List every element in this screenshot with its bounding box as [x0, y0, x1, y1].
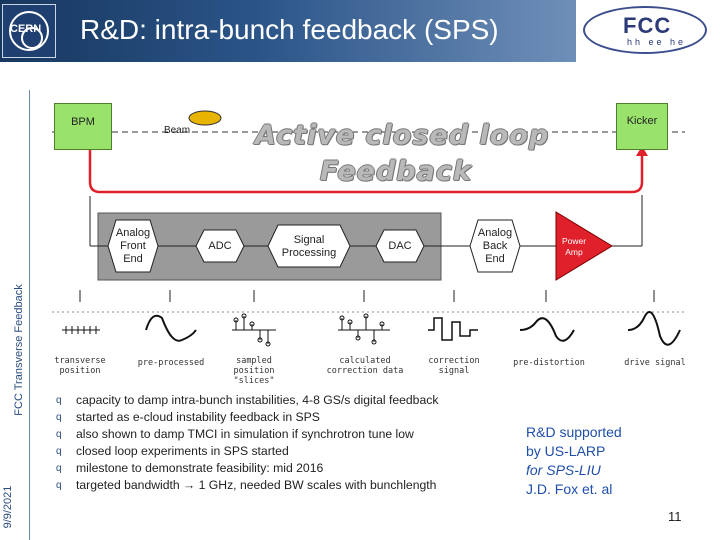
side-divider [29, 90, 30, 540]
waveform-row [52, 290, 685, 313]
abe-label-line: Back [482, 240, 508, 252]
afe-label-line: Front [120, 240, 146, 252]
waveform-label-drive: drive signal [622, 358, 688, 368]
signal-processing-block [267, 224, 351, 268]
power-amp-label-line: Power [561, 236, 587, 246]
rnd-note: R&D supported by US-LARP for SPS-LIU J.D… [526, 423, 666, 499]
correction-signal-waveform [428, 317, 478, 341]
waveform-label-correction: correction signal [424, 356, 484, 376]
dac-block [375, 229, 425, 263]
title-bar [0, 0, 576, 62]
bullet-item: q started as e-cloud instability feedback… [56, 410, 516, 427]
waveform-label-sampled: sampled position "slices" [226, 356, 282, 386]
kicker-box [616, 103, 668, 150]
rnd-note-line: by US-LARP [526, 443, 606, 459]
bullet-item: q targeted bandwidth → 1 GHz, needed BW s… [56, 478, 516, 495]
adc-label: ADC [208, 240, 232, 252]
dac-label: DAC [388, 240, 412, 252]
bullet-item: q capacity to damp intra-bunch instabilit… [56, 393, 516, 410]
bullet-text: targeted bandwidth → 1 GHz, needed BW sc… [76, 478, 437, 492]
abe-label-line: End [485, 253, 505, 265]
rnd-note-line: J.D. Fox et. al [526, 481, 613, 497]
slide-header: CERN R&D: intra-bunch feedback (SPS) FCC… [0, 0, 720, 64]
side-footer-date: 9/9/2021 [2, 485, 14, 529]
cern-logo: CERN [2, 4, 56, 58]
waveform-label-line: pre-processed [137, 358, 205, 368]
abe-label: Analog Back End [470, 227, 520, 266]
bullet-list: q capacity to damp intra-bunch instabilit… [56, 393, 516, 495]
correction-data-waveform [338, 313, 390, 345]
waveform-label-line: signal [438, 366, 470, 376]
bullet-item: q milestone to demonstrate feasibility: m… [56, 461, 516, 478]
waveform-label-line: sampled [236, 356, 272, 366]
abe-label-line: Analog [477, 227, 513, 239]
waveform-label-line: position [233, 366, 275, 376]
page-title: R&D: intra-bunch feedback (SPS) [80, 14, 499, 45]
page-number: 11 [668, 509, 682, 524]
bullet-text: capacity to damp intra-bunch instabiliti… [76, 393, 439, 407]
signal-processing-label-line: Processing [281, 247, 337, 259]
signal-processing-label-line: Signal [293, 234, 325, 246]
transverse-position-waveform [62, 326, 100, 334]
waveform-label-line: "slices" [233, 376, 275, 386]
pre-processed-waveform [145, 314, 197, 342]
afe-block [107, 219, 159, 273]
bullet-marker-icon: q [56, 429, 62, 440]
bullet-text: started as e-cloud instability feedback … [76, 410, 320, 424]
drive-signal-waveform [627, 311, 681, 346]
waveform-label-line: pre-distortion [513, 358, 585, 368]
waveform-label-line: drive signal [624, 358, 686, 368]
bullet-marker-icon: q [56, 395, 62, 406]
feedback-loop-path [88, 150, 644, 194]
diagram-title-line1: Active closed loop [255, 120, 550, 151]
waveform-label-transverse: transverse position [52, 356, 108, 376]
bpm-box [54, 103, 112, 150]
bullet-marker-icon: q [56, 480, 62, 491]
beam-bunch-icon [188, 110, 222, 126]
abe-block [469, 219, 521, 273]
adc-block [195, 229, 245, 263]
bullet-text: also shown to damp TMCI in simulation if… [76, 427, 414, 441]
waveform-label-line: correction [428, 356, 480, 366]
cern-logo-ring-icon [9, 11, 49, 51]
waveform-label-line: calculated [339, 356, 391, 366]
rnd-note-line: for SPS-LIU [526, 462, 601, 478]
bpm-label: BPM [71, 116, 95, 128]
loop-arrow-icon [636, 146, 648, 156]
bullet-item: q also shown to damp TMCI in simulation i… [56, 427, 516, 444]
afe-label: Analog Front End [108, 227, 158, 266]
waveform-label-line: position [59, 366, 101, 376]
feedback-diagram [52, 110, 685, 347]
bullet-marker-icon: q [56, 463, 62, 474]
waveform-label-line: correction data [326, 366, 404, 376]
waveform-label-preprocessed: pre-processed [134, 358, 208, 368]
bullet-marker-icon: q [56, 412, 62, 423]
cern-logo-text: CERN [10, 23, 42, 35]
diagram-title-line2: Feedback [320, 156, 472, 187]
rnd-note-line: R&D supported [526, 424, 622, 440]
fcc-logo-text: FCC [623, 13, 672, 38]
waveform-label-predistortion: pre-distortion [510, 358, 588, 368]
beam-label: Beam [163, 125, 191, 136]
bullet-text: milestone to demonstrate feasibility: mi… [76, 461, 324, 475]
pre-distortion-waveform [519, 317, 575, 342]
power-amp-block [555, 211, 613, 281]
fcc-logo-subtext: hh ee he [627, 37, 687, 47]
afe-label-line: Analog [115, 227, 151, 239]
signal-processing-label: Signal Processing [272, 234, 346, 260]
waveform-label-calculated: calculated correction data [326, 356, 404, 376]
bullet-marker-icon: q [56, 446, 62, 457]
afe-label-line: End [123, 253, 143, 265]
sampled-slices-waveform [232, 313, 276, 347]
bullet-item: q closed loop experiments in SPS started [56, 444, 516, 461]
fcc-logo: FCC hh ee he [583, 6, 707, 54]
bullet-text: closed loop experiments in SPS started [76, 444, 289, 458]
kicker-label: Kicker [626, 115, 658, 127]
power-amp-label-line: Amp [565, 247, 583, 257]
waveform-label-line: transverse [54, 356, 106, 366]
power-amp-label: Power Amp [556, 236, 592, 258]
cern-logo-inner-ring-icon [21, 27, 43, 49]
